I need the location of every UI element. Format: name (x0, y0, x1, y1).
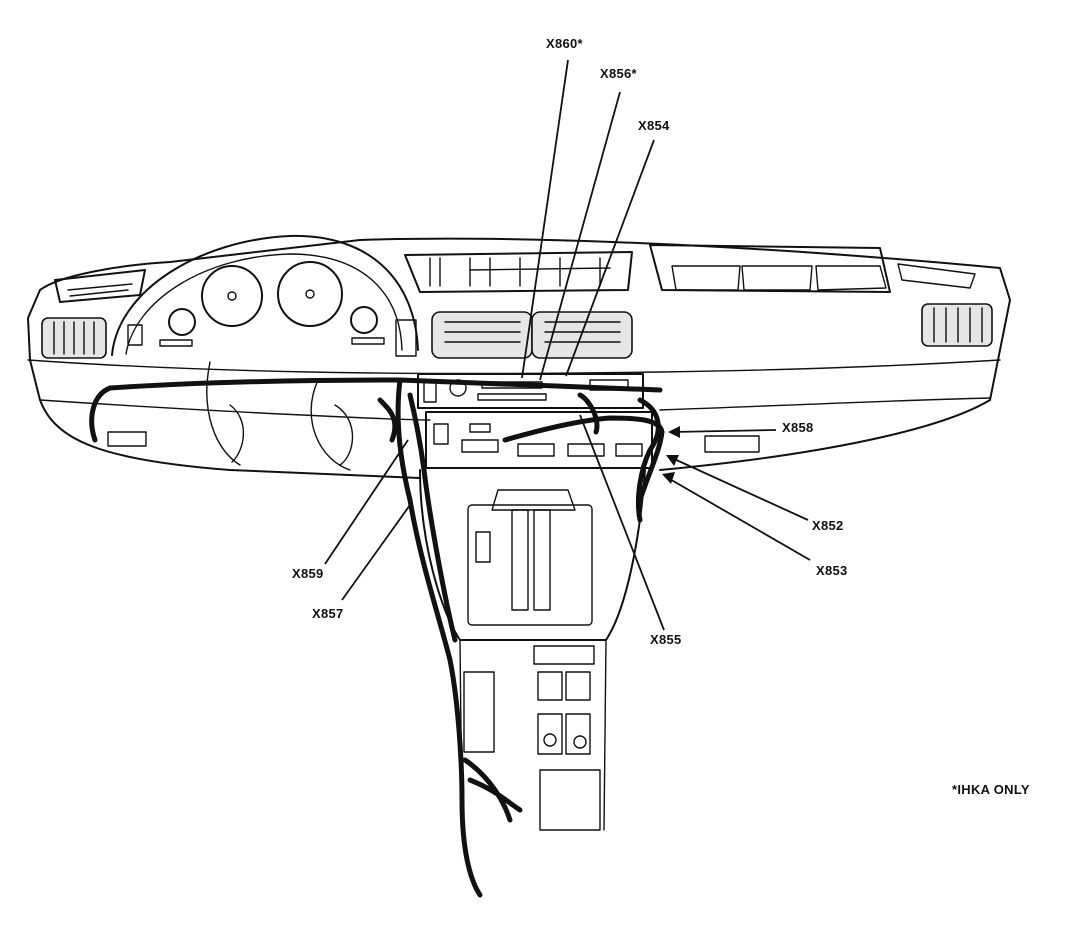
dashboard-outline (27, 237, 1011, 479)
left-air-vent (41, 269, 146, 359)
radio-unit (417, 373, 644, 409)
fuel-gauge (168, 308, 196, 336)
instrument-cluster (111, 234, 419, 357)
footnote-ihka-only: *IHKA ONLY (952, 782, 1030, 797)
center-console (419, 469, 646, 831)
label-x854: X854 (638, 118, 670, 133)
speedometer-gauge (277, 261, 343, 327)
defrost-vent (404, 251, 633, 293)
leader-lines (324, 59, 811, 631)
climate-control-panel (425, 411, 653, 469)
center-air-vents (431, 311, 633, 359)
temp-gauge (350, 306, 378, 334)
passenger-dash-panel (649, 244, 993, 453)
wiring-harness (107, 377, 665, 898)
label-x856: X856* (600, 66, 637, 81)
tachometer-gauge (201, 265, 263, 327)
label-x860: X860* (546, 36, 583, 51)
label-x853: X853 (816, 563, 848, 578)
label-x858: X858 (782, 420, 814, 435)
label-x855: X855 (650, 632, 682, 647)
label-x859: X859 (292, 566, 324, 581)
left-knee-bolster (89, 385, 147, 447)
steering-column-area (206, 361, 354, 471)
label-x852: X852 (812, 518, 844, 533)
leader-arrowheads (662, 426, 680, 484)
label-x857: X857 (312, 606, 344, 621)
